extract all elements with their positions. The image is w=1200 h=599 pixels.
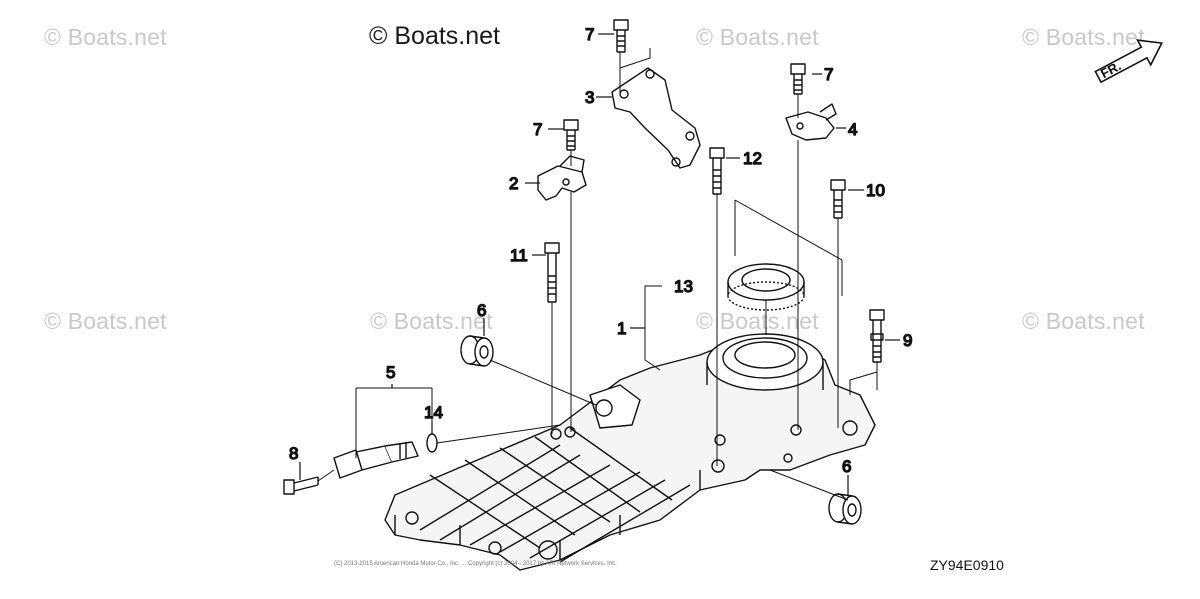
front-direction-arrow-icon: FR. (1094, 39, 1164, 84)
callout-4: 4 (848, 120, 857, 139)
callout-7-c: 7 (533, 120, 542, 139)
bolt-part-9[interactable] (869, 309, 885, 363)
callout-7-b: 7 (824, 65, 833, 84)
callout-13: 13 (674, 277, 693, 296)
callout-14: 14 (424, 403, 443, 422)
watermark-mid-right: © Boats.net (1022, 308, 1145, 334)
bracket-part-3[interactable] (611, 67, 701, 169)
bolt-part-7-c[interactable] (563, 119, 579, 151)
bolt-part-12[interactable] (709, 147, 725, 195)
watermark-main: © Boats.net (369, 22, 500, 50)
bearing-housing (706, 333, 824, 391)
guide-lines (317, 52, 878, 501)
callout-2: 2 (509, 174, 518, 193)
bolt-part-10[interactable] (830, 179, 846, 219)
callout-3: 3 (585, 88, 594, 107)
callout-brackets (355, 48, 878, 458)
watermark-top-right: © Boats.net (1022, 24, 1145, 50)
copyright-fine-print: (C) 2013-2015 American Honda Motor Co., … (334, 561, 617, 567)
o-ring-part-14[interactable] (426, 433, 438, 453)
base-plate-part[interactable] (384, 337, 876, 571)
callout-7-a: 7 (585, 25, 594, 44)
bolt-part-7-a[interactable] (613, 19, 629, 53)
watermark-mid-center-left: © Boats.net (370, 308, 493, 334)
bolt-part-7-b[interactable] (790, 63, 806, 95)
watermark-mid-left: © Boats.net (44, 308, 167, 334)
watermark-top-center: © Boats.net (696, 24, 819, 50)
sensor-part-5[interactable] (333, 441, 419, 479)
diagram-code: ZY94E0910 (930, 557, 1004, 573)
callout-12: 12 (743, 149, 762, 168)
callout-9: 9 (903, 331, 912, 350)
bolt-part-11[interactable] (544, 242, 560, 303)
grommet-part-6-a[interactable] (460, 335, 494, 367)
bracket-part-4[interactable] (785, 103, 837, 141)
callout-10: 10 (866, 181, 885, 200)
watermark-top-left: © Boats.net (44, 24, 167, 50)
bracket-part-2[interactable] (537, 155, 587, 201)
callout-11: 11 (510, 246, 528, 265)
grommet-part-6-b[interactable] (828, 493, 862, 525)
callout-6-a: 6 (477, 301, 486, 320)
bolt-part-8[interactable] (283, 476, 319, 495)
callout-8: 8 (289, 444, 298, 463)
callout-1: 1 (617, 319, 626, 338)
callout-5: 5 (386, 363, 395, 382)
callout-ticks (299, 33, 900, 496)
callout-6-b: 6 (842, 457, 851, 476)
oil-seal-part[interactable] (727, 263, 805, 311)
